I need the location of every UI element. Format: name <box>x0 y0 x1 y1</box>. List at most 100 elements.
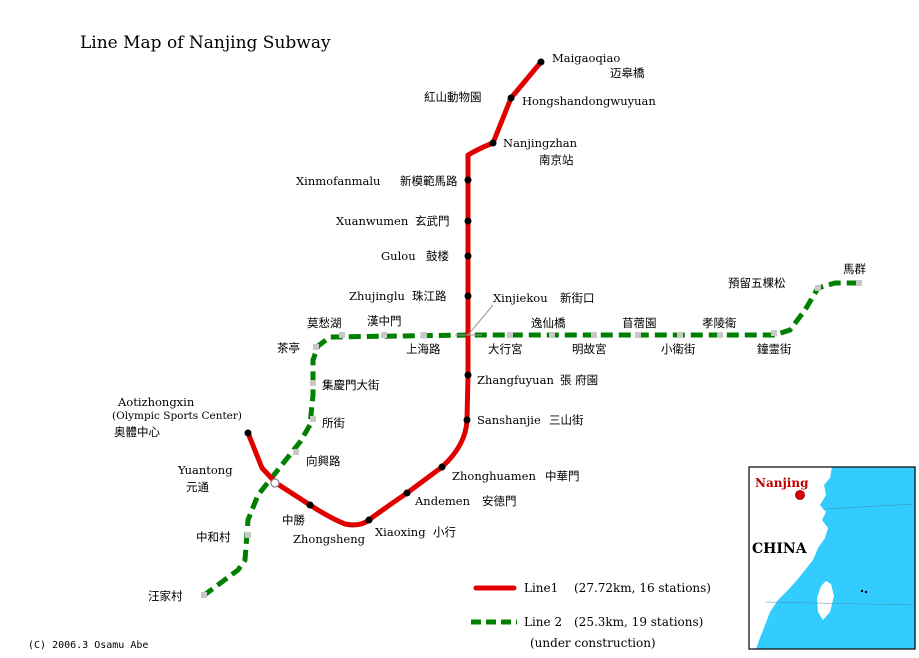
station-marker <box>201 592 207 598</box>
station-label-zh: 三山街 <box>549 413 584 427</box>
station-label-zh: 新模範馬路 <box>400 174 458 188</box>
inset-frame <box>748 466 916 650</box>
inset-country-label: CHINA <box>752 541 808 557</box>
station-label-en: Xuanwumen <box>336 214 409 228</box>
yuantong-transfer-marker <box>270 478 280 488</box>
station-marker <box>365 516 373 524</box>
legend: Line1 (27.72km, 16 stations) Line 2 (25.… <box>471 581 711 650</box>
station-label-en: Yuantong <box>177 463 233 477</box>
station-marker <box>464 371 472 379</box>
station-label-zh: 鐘霊街 <box>757 342 792 356</box>
line1-labels: Maigaoqiao 迈皋橋 紅山動物園 Hongshandongwuyuan … <box>112 51 656 546</box>
station-marker <box>438 463 446 471</box>
station-marker <box>293 449 299 455</box>
station-label-en: Nanjingzhan <box>503 136 578 150</box>
line1-station-markers <box>244 58 545 524</box>
station-marker <box>507 332 513 338</box>
station-marker <box>464 292 472 300</box>
line2-route <box>201 280 860 599</box>
station-label-zh: 馬群 <box>843 262 866 276</box>
station-label-zh: 苜蓿園 <box>622 316 657 330</box>
legend-line2-note: (under construction) <box>530 636 656 650</box>
station-marker <box>381 332 387 338</box>
station-marker <box>403 489 411 497</box>
station-marker <box>310 380 316 386</box>
legend-line1-detail: (27.72km, 16 stations) <box>574 581 711 595</box>
station-marker <box>245 532 251 538</box>
inset-island <box>860 589 864 593</box>
station-label-en: Andemen <box>414 494 471 508</box>
station-label-zh: 集慶門大街 <box>322 378 380 392</box>
station-marker <box>464 217 472 225</box>
station-marker <box>489 139 497 147</box>
station-marker <box>771 330 777 336</box>
station-label-zh: 鼓楼 <box>426 249 449 263</box>
station-label-zh: 汪家村 <box>148 589 183 603</box>
inset-taiwan <box>817 581 834 620</box>
station-marker <box>313 344 319 350</box>
station-marker <box>507 94 515 102</box>
station-marker <box>677 332 683 338</box>
station-marker <box>464 252 472 260</box>
station-label-zh: 奥體中心 <box>114 425 160 439</box>
inset-border <box>765 601 916 606</box>
inset-nanjing-dot <box>795 490 805 500</box>
legend-line2-detail: (25.3km, 19 stations) <box>574 615 703 629</box>
station-marker <box>310 416 316 422</box>
station-label-zh: 明故宮 <box>572 342 607 356</box>
station-label-zh: 中勝 <box>282 513 305 527</box>
inset-city-label: Nanjing <box>755 476 809 490</box>
station-label-en: Xinjiekou <box>493 291 548 305</box>
station-label-zh: 莫愁湖 <box>307 316 342 330</box>
station-marker <box>856 280 862 286</box>
station-label-zh: 玄武門 <box>415 214 450 228</box>
station-label-zh: 張 府園 <box>560 373 598 387</box>
xinjiekou-transfer <box>455 304 494 336</box>
station-label-en: Xinmofanmalu <box>296 174 380 188</box>
station-label-en: Sanshanjie <box>477 413 541 427</box>
station-label-zh: 珠江路 <box>412 289 447 303</box>
station-label-zh: 中華門 <box>545 469 580 483</box>
station-marker <box>421 332 427 338</box>
inset-mainland <box>749 467 832 649</box>
station-label-zh: 孝陵衛 <box>702 316 737 330</box>
station-label-zh: 新街口 <box>560 291 595 305</box>
legend-line2-name: Line 2 <box>524 615 562 629</box>
station-label-zh: 所街 <box>322 416 345 430</box>
station-label-zh: 紅山動物園 <box>424 90 482 104</box>
station-label-en: Zhangfuyuan <box>477 373 554 387</box>
station-marker <box>549 332 555 338</box>
station-label-en: Zhongsheng <box>293 532 366 546</box>
station-label-en: Zhujinglu <box>349 289 405 303</box>
station-label-zh: 安徳門 <box>482 494 517 508</box>
line2-station-markers <box>201 280 862 598</box>
station-label-zh: 南京站 <box>539 153 574 167</box>
station-label-zh: 元通 <box>186 480 209 494</box>
station-marker <box>591 332 597 338</box>
station-label-en: Zhonghuamen <box>452 469 536 483</box>
station-label-zh: 上海路 <box>406 342 441 356</box>
station-marker <box>717 332 723 338</box>
station-label-en: Gulou <box>381 249 416 263</box>
station-label-zh: 向興路 <box>306 454 341 468</box>
map-title: Line Map of Nanjing Subway <box>80 33 331 53</box>
inset-map: Nanjing CHINA <box>748 466 916 650</box>
station-label-zh: 大行宮 <box>488 342 523 356</box>
station-label-zh: 中和村 <box>196 530 231 544</box>
legend-line1-name: Line1 <box>524 581 558 595</box>
station-marker <box>815 285 821 291</box>
station-label-en: Hongshandongwuyuan <box>522 94 656 108</box>
station-label-en2: (Olympic Sports Center) <box>112 410 242 422</box>
station-label-en: Aotizhongxin <box>117 395 195 409</box>
station-marker <box>463 416 471 424</box>
station-label-en: Maigaoqiao <box>552 51 620 65</box>
station-label-zh: 茶亭 <box>277 341 300 355</box>
station-label-zh: 逸仙橋 <box>531 316 566 330</box>
line2-labels: 汪家村 中和村 向興路 所街 集慶門大街 茶亭 莫愁湖 漢中門 上海路 大行宮 … <box>148 262 866 603</box>
station-label-en: Xiaoxing <box>375 525 426 539</box>
station-label-zh: 漢中門 <box>367 314 402 328</box>
station-marker <box>306 501 314 509</box>
station-marker <box>244 429 252 437</box>
station-label-zh: 預留五棵松 <box>728 276 786 290</box>
